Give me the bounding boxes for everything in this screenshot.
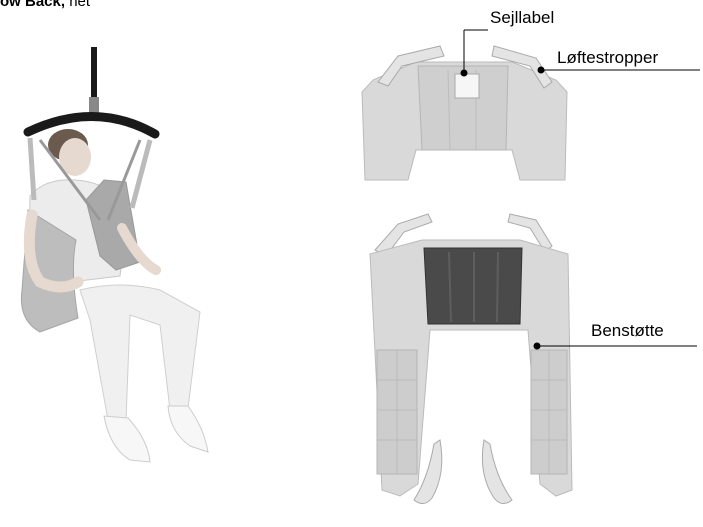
person-foot-right (168, 406, 208, 452)
sling-bottom-image (370, 214, 572, 504)
leader-benstoette-dot (534, 343, 541, 350)
spreader-bar (28, 116, 155, 134)
strap-left (30, 138, 34, 200)
leader-sejllabel-dot (461, 70, 468, 77)
person-legs (80, 285, 200, 420)
person-in-sling-photo (21, 47, 208, 462)
sling-top-label-tag (455, 74, 479, 98)
hanger-pole (91, 47, 97, 99)
leader-loeftestropper-dot (538, 67, 545, 74)
person-foot-left (104, 416, 150, 462)
leg-strap-right (482, 440, 512, 504)
